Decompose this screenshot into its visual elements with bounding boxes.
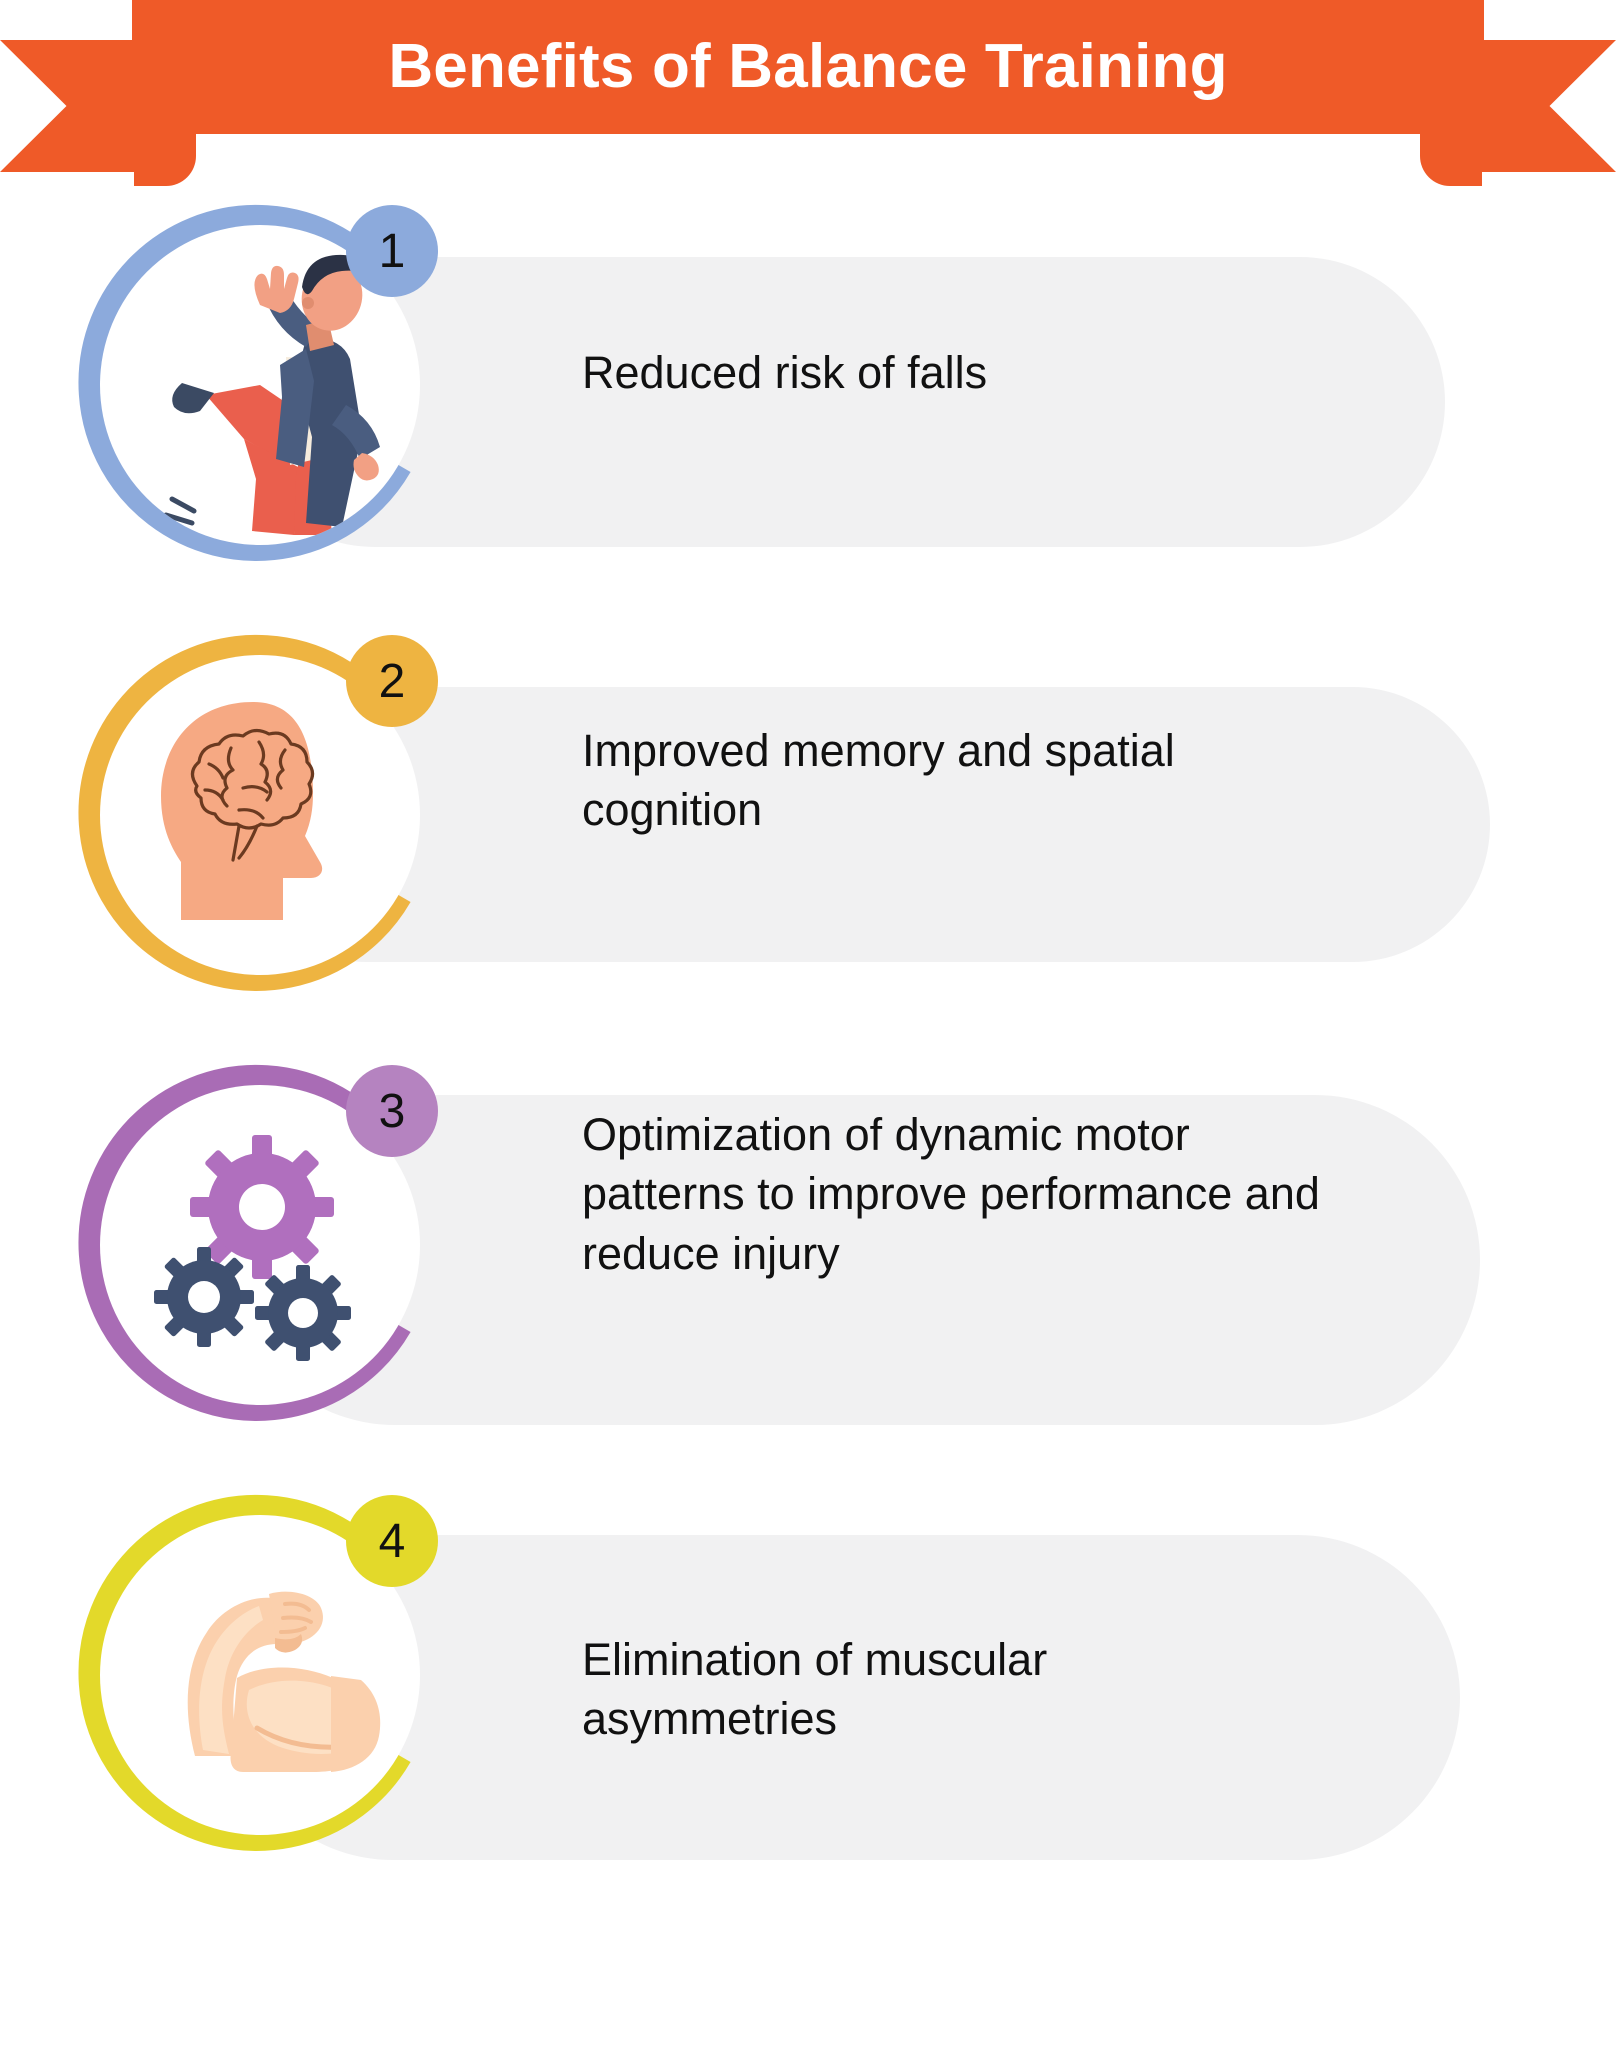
- benefit-number-badge-3: 3: [346, 1065, 438, 1157]
- benefit-ring-3: 3: [60, 1045, 460, 1445]
- benefit-text-4: Elimination of muscular asymmetries: [582, 1634, 1048, 1745]
- benefit-item-1: 1 Reduced risk of falls: [0, 185, 1616, 615]
- benefit-pill-4: [230, 1535, 1460, 1860]
- benefit-pill-3: [230, 1095, 1480, 1425]
- benefit-ring-1: 1: [60, 185, 460, 585]
- benefit-number-1: 1: [378, 224, 406, 278]
- benefit-pill-1: [230, 257, 1445, 547]
- benefit-number-4: 4: [378, 1514, 406, 1568]
- gears-icon: [154, 1135, 351, 1361]
- benefit-number-badge-1: 1: [346, 205, 438, 297]
- benefit-pill-2: [230, 687, 1490, 962]
- benefits-list: 1 Reduced risk of falls: [0, 185, 1616, 1895]
- header-banner: Benefits of Balance Training: [0, 0, 1616, 186]
- benefit-ring-4: 4: [60, 1475, 460, 1875]
- head-brain-icon: [161, 702, 323, 920]
- benefit-number-badge-2: 2: [346, 635, 438, 727]
- benefit-number-3: 3: [378, 1084, 406, 1138]
- page-title: Benefits of Balance Training: [388, 32, 1228, 101]
- benefit-text-3: Optimization of dynamic motor patterns t…: [582, 1109, 1320, 1279]
- benefit-item-3: 3 Optimization of dynamic motor patterns…: [0, 1045, 1616, 1475]
- ribbon-fold-left: [134, 128, 196, 186]
- benefit-item-4: 4 Elimination of muscular asymmetries: [0, 1475, 1616, 1895]
- icon-circle-3: [100, 1085, 420, 1405]
- icon-circle-4: [100, 1515, 420, 1835]
- icon-circle-1: [100, 225, 420, 545]
- banner-band: Benefits of Balance Training: [132, 0, 1484, 134]
- benefit-text-2: Improved memory and spatial cognition: [582, 725, 1175, 836]
- benefit-item-2: 2 Improved memory and spatial cognition: [0, 615, 1616, 1045]
- benefit-number-2: 2: [378, 654, 406, 708]
- ribbon-fold-right: [1420, 128, 1482, 186]
- benefit-ring-2: 2: [60, 615, 460, 1015]
- benefit-text-1: Reduced risk of falls: [582, 347, 988, 398]
- falling-person-icon: [163, 254, 380, 535]
- flexed-bicep-icon: [187, 1591, 381, 1772]
- benefit-number-badge-4: 4: [346, 1495, 438, 1587]
